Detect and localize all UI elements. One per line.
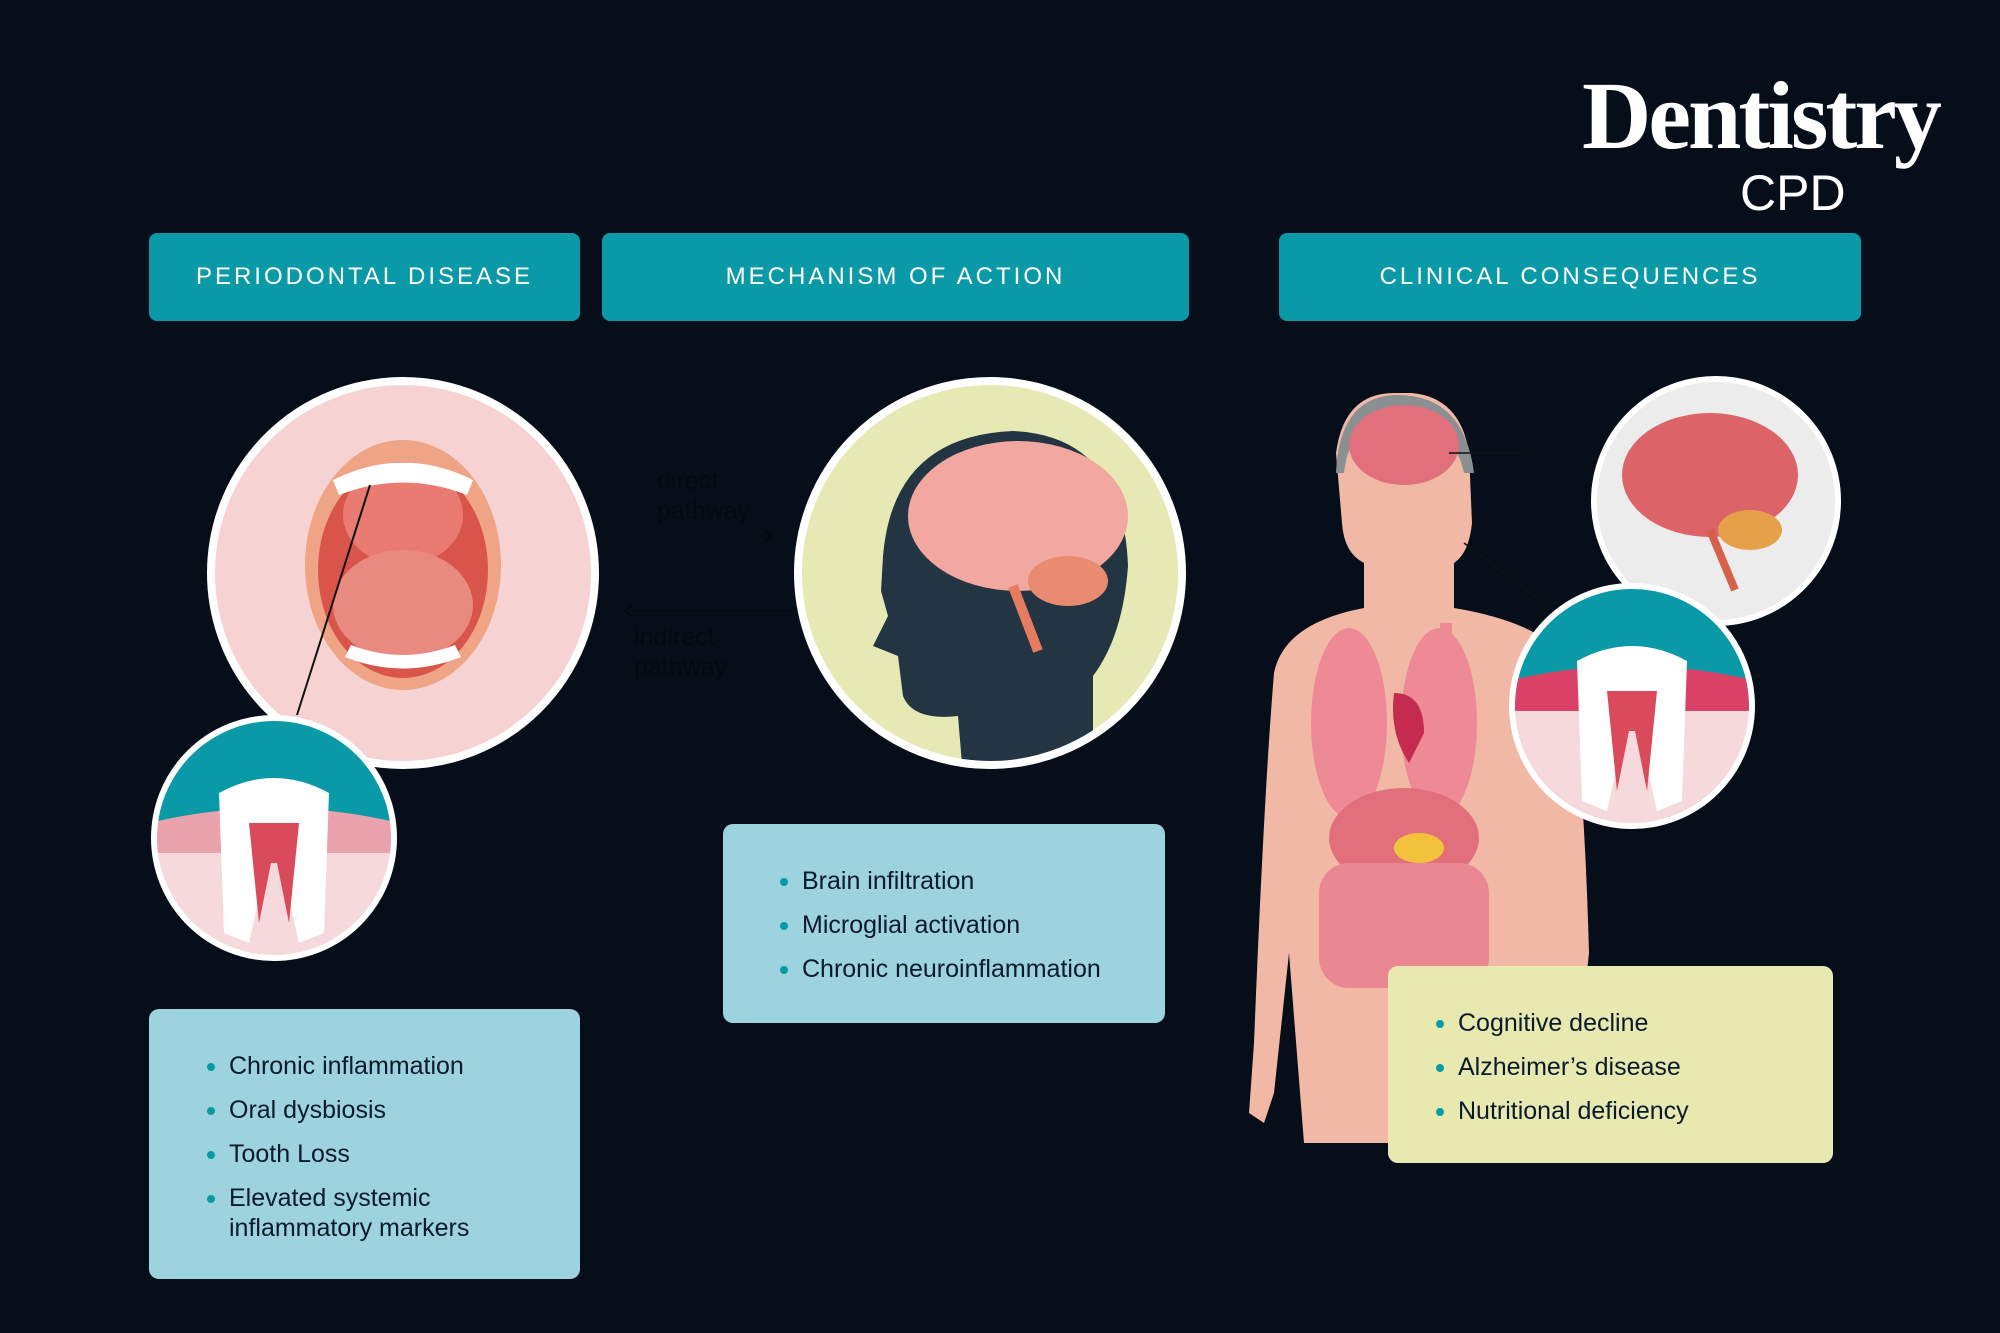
header-clinical-consequences: CLINICAL CONSEQUENCES: [1279, 233, 1861, 321]
list-item: Chronic neuroinflammation: [780, 954, 1165, 984]
header-periodontal-disease: PERIODONTAL DISEASE: [149, 233, 580, 321]
list-item: Oral dysbiosis: [207, 1095, 580, 1125]
tooth-illustration-right: [1509, 583, 1755, 829]
logo-dentistry: Dentistry: [1582, 62, 1942, 169]
head-brain-illustration: [794, 377, 1186, 769]
direct-pathway-arrow: [605, 530, 775, 542]
list-item: Alzheimer’s disease: [1436, 1052, 1833, 1082]
consequences-box: Cognitive decline Alzheimer’s disease Nu…: [1388, 966, 1833, 1163]
brain-illustration: [1591, 376, 1841, 626]
list-item: Nutritional deficiency: [1436, 1096, 1833, 1126]
mechanism-box: Brain infiltration Microglial activation…: [723, 824, 1165, 1023]
list-item: Chronic inflammation: [207, 1051, 580, 1081]
list-item: Brain infiltration: [780, 866, 1165, 896]
list-item: Tooth Loss: [207, 1139, 580, 1169]
list-item: Microglial activation: [780, 910, 1165, 940]
list-item: Cognitive decline: [1436, 1008, 1833, 1038]
logo-cpd: CPD: [1740, 165, 1846, 221]
human-body-illustration: [1249, 393, 1589, 1143]
list-item: Elevated systemic inflammatory markers: [207, 1183, 489, 1243]
tooth-illustration: [151, 715, 397, 961]
open-mouth-illustration: [207, 377, 599, 769]
indirect-pathway-arrow: [623, 605, 793, 617]
periodontal-effects-box: Chronic inflammation Oral dysbiosis Toot…: [149, 1009, 580, 1279]
header-mechanism-of-action: MECHANISM OF ACTION: [602, 233, 1189, 321]
